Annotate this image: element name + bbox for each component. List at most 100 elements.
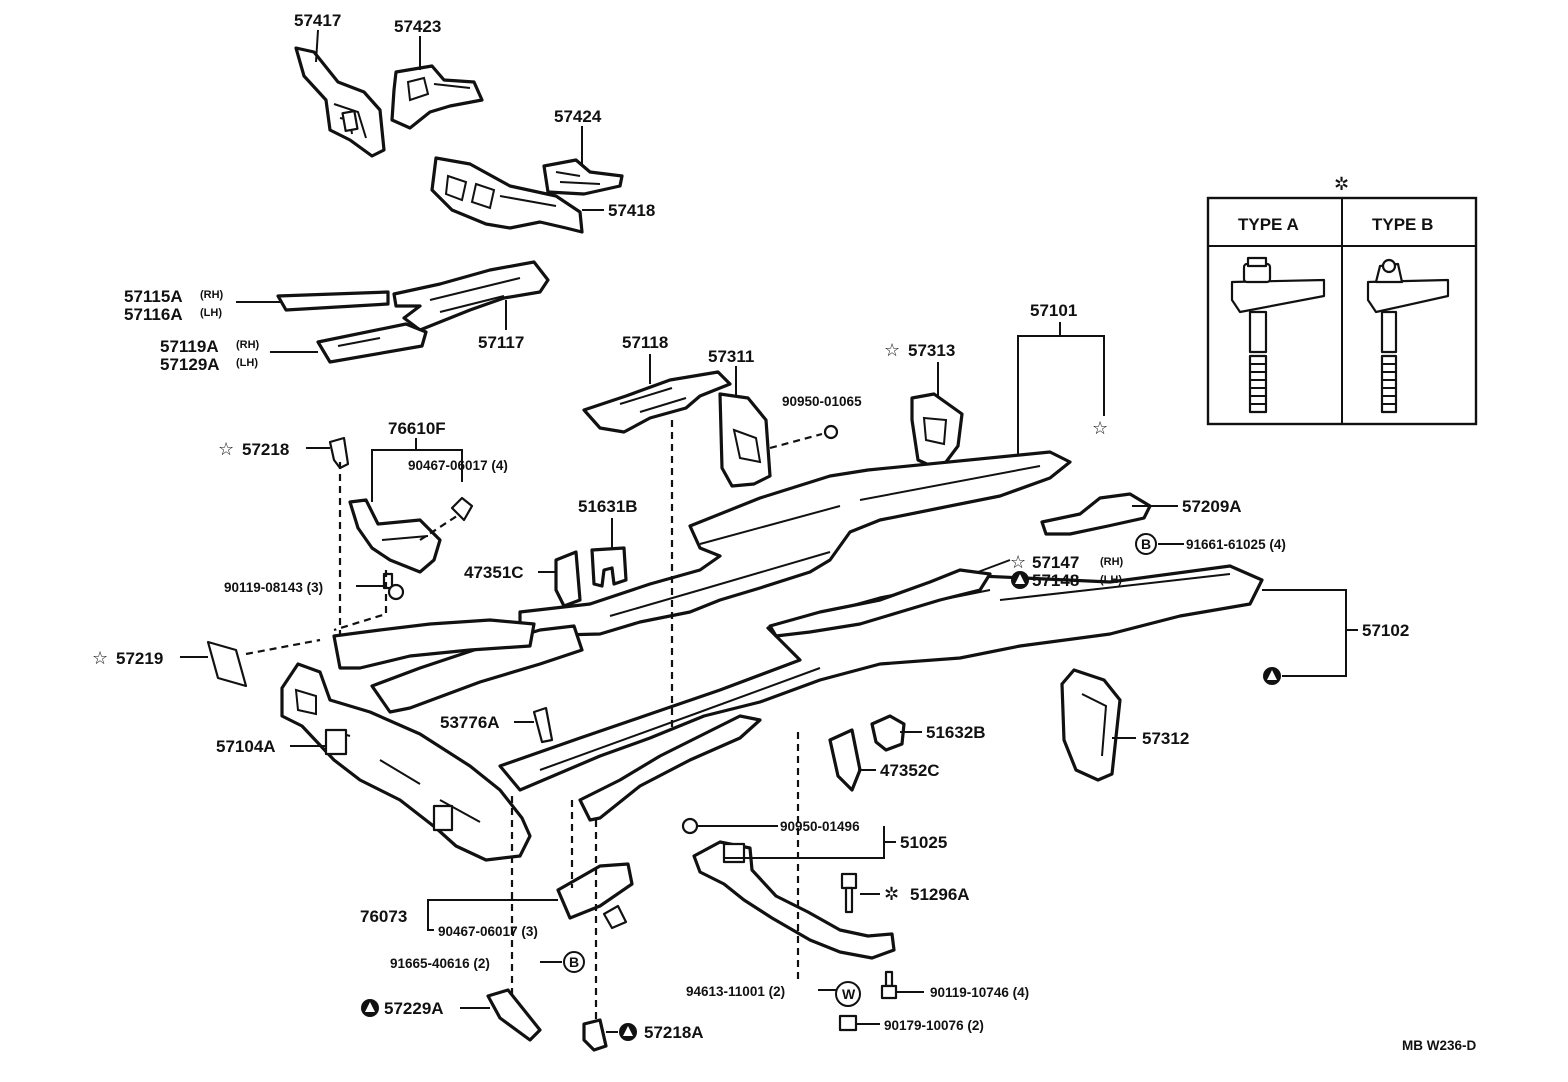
- part-53776a-illustration[interactable]: [532, 706, 554, 744]
- part-57119a-illustration[interactable]: [316, 322, 428, 364]
- part-51632b-illustration[interactable]: [870, 714, 906, 752]
- label-57104a[interactable]: 57104A: [216, 737, 276, 756]
- star-marker-57219: ☆: [92, 648, 108, 669]
- label-57209a[interactable]: 57209A: [1182, 497, 1242, 516]
- marker-triangle-glyph-57148: [1015, 574, 1025, 584]
- label-57129a[interactable]: 57129A: [160, 355, 220, 374]
- label-57118[interactable]: 57118: [622, 333, 668, 352]
- label-57219[interactable]: 57219: [116, 649, 163, 668]
- label-47351c[interactable]: 47351C: [464, 563, 524, 582]
- part-76610f-illustration[interactable]: [348, 498, 442, 574]
- label-90119-08143[interactable]: 90119-08143 (3): [224, 580, 323, 595]
- part-57418-illustration[interactable]: [430, 156, 584, 234]
- part-90467-06017-illustration[interactable]: [450, 496, 474, 522]
- label-90950-01496[interactable]: 90950-01496: [780, 819, 860, 834]
- label-57417[interactable]: 57417: [294, 11, 341, 30]
- label-57313[interactable]: 57313: [908, 341, 955, 360]
- part-51631b-illustration[interactable]: [590, 546, 628, 588]
- leader-lines: [180, 29, 1358, 1033]
- label-57102[interactable]: 57102: [1362, 621, 1409, 640]
- label-57119a-side: (RH): [236, 339, 260, 351]
- label-57312[interactable]: 57312: [1142, 729, 1189, 748]
- part-57313-illustration[interactable]: [910, 392, 964, 472]
- label-51025[interactable]: 51025: [900, 833, 947, 852]
- label-90467-06017-4[interactable]: 90467-06017 (4): [408, 458, 508, 473]
- label-57148[interactable]: 57148: [1032, 571, 1079, 590]
- part-57218-illustration[interactable]: [328, 436, 350, 470]
- legend-type-b-label: TYPE B: [1372, 215, 1433, 234]
- part-57417-illustration[interactable]: [294, 46, 386, 158]
- part-57312-illustration[interactable]: [1060, 668, 1122, 782]
- marker-b-letter-91661: B: [1141, 536, 1151, 552]
- part-57118-illustration[interactable]: [582, 370, 732, 434]
- label-57229a[interactable]: 57229A: [384, 999, 444, 1018]
- legend-asterisk-icon: ✲: [1334, 174, 1349, 195]
- label-57116a[interactable]: 57116A: [124, 305, 183, 324]
- type-legend: ✲ TYPE A TYPE B: [1206, 174, 1478, 426]
- diagram-code: MB W236-D: [1402, 1038, 1477, 1053]
- part-57115a-illustration[interactable]: [276, 290, 390, 312]
- marker-triangle-glyph-57229a: [365, 1002, 375, 1012]
- label-57147[interactable]: 57147: [1032, 553, 1079, 572]
- part-90119-10746-illustration[interactable]: [880, 970, 898, 1000]
- label-57424[interactable]: 57424: [554, 107, 602, 126]
- part-57229a-illustration[interactable]: [486, 988, 542, 1042]
- marker-triangle-glyph-57218a: [623, 1026, 633, 1036]
- star-marker-57218: ☆: [218, 439, 234, 460]
- part-57101-illustration[interactable]: [518, 450, 1072, 638]
- label-57311[interactable]: 57311: [708, 347, 754, 366]
- label-57218a[interactable]: 57218A: [644, 1023, 704, 1042]
- label-57129a-side: (LH): [236, 357, 258, 369]
- part-57311-illustration[interactable]: [718, 392, 772, 488]
- part-47351c-illustration[interactable]: [554, 550, 582, 608]
- label-57101[interactable]: 57101: [1030, 301, 1077, 320]
- part-51296a-illustration[interactable]: [840, 872, 858, 914]
- type-b-stud-illustration: [1366, 258, 1450, 414]
- label-51631b[interactable]: 51631B: [578, 497, 638, 516]
- label-76073[interactable]: 76073: [360, 907, 407, 926]
- part-57424-illustration[interactable]: [542, 158, 624, 196]
- label-90950-01065[interactable]: 90950-01065: [782, 394, 862, 409]
- label-57119a[interactable]: 57119A: [160, 337, 219, 356]
- label-53776a[interactable]: 53776A: [440, 713, 500, 732]
- guide-lines: [245, 420, 823, 1020]
- part-57104a-illustration[interactable]: [280, 662, 532, 862]
- label-57418[interactable]: 57418: [608, 201, 655, 220]
- label-57218[interactable]: 57218: [242, 440, 289, 459]
- label-90179-10076[interactable]: 90179-10076 (2): [884, 1018, 984, 1033]
- label-51632b[interactable]: 51632B: [926, 723, 986, 742]
- part-94613-11001-illustration[interactable]: [835, 981, 861, 1007]
- label-91661-61025[interactable]: 91661-61025 (4): [1186, 537, 1286, 552]
- label-91665-40616[interactable]: 91665-40616 (2): [390, 956, 490, 971]
- part-51025-illustration[interactable]: [692, 840, 896, 960]
- part-57117-illustration[interactable]: [392, 260, 550, 332]
- part-inner-rail-illustration[interactable]: [332, 618, 762, 822]
- label-76610f[interactable]: 76610F: [388, 419, 446, 438]
- label-57115a[interactable]: 57115A: [124, 287, 183, 306]
- label-57115a-side: (RH): [200, 289, 224, 301]
- label-57148-side: (LH): [1100, 574, 1122, 586]
- part-57218a-illustration[interactable]: [582, 1018, 608, 1052]
- part-57219-illustration[interactable]: [206, 640, 248, 688]
- washer-w-marker: W: [842, 986, 856, 1002]
- label-90467-06017-3[interactable]: 90467-06017 (3): [438, 924, 538, 939]
- label-57117[interactable]: 57117: [478, 333, 524, 352]
- label-94613-11001[interactable]: 94613-11001 (2): [686, 984, 785, 999]
- part-90179-10076-illustration[interactable]: [838, 1014, 858, 1032]
- part-90950-01496-illustration[interactable]: [681, 817, 699, 835]
- label-47352c[interactable]: 47352C: [880, 761, 940, 780]
- label-90119-10746[interactable]: 90119-10746 (4): [930, 985, 1029, 1000]
- part-90119-08143-illustration[interactable]: [382, 572, 405, 601]
- label-51296a[interactable]: 51296A: [910, 885, 970, 904]
- part-57209a-illustration[interactable]: [1040, 492, 1152, 536]
- part-76073-illustration[interactable]: [556, 862, 634, 930]
- part-57147-illustration[interactable]: [768, 568, 992, 638]
- part-90950-01065-illustration[interactable]: [823, 424, 839, 440]
- part-47352c-illustration[interactable]: [828, 728, 862, 792]
- marker-b-letter-91665: B: [569, 954, 579, 970]
- part-57423-illustration[interactable]: [390, 64, 484, 130]
- label-57423[interactable]: 57423: [394, 17, 441, 36]
- type-a-stud-illustration: [1230, 256, 1326, 414]
